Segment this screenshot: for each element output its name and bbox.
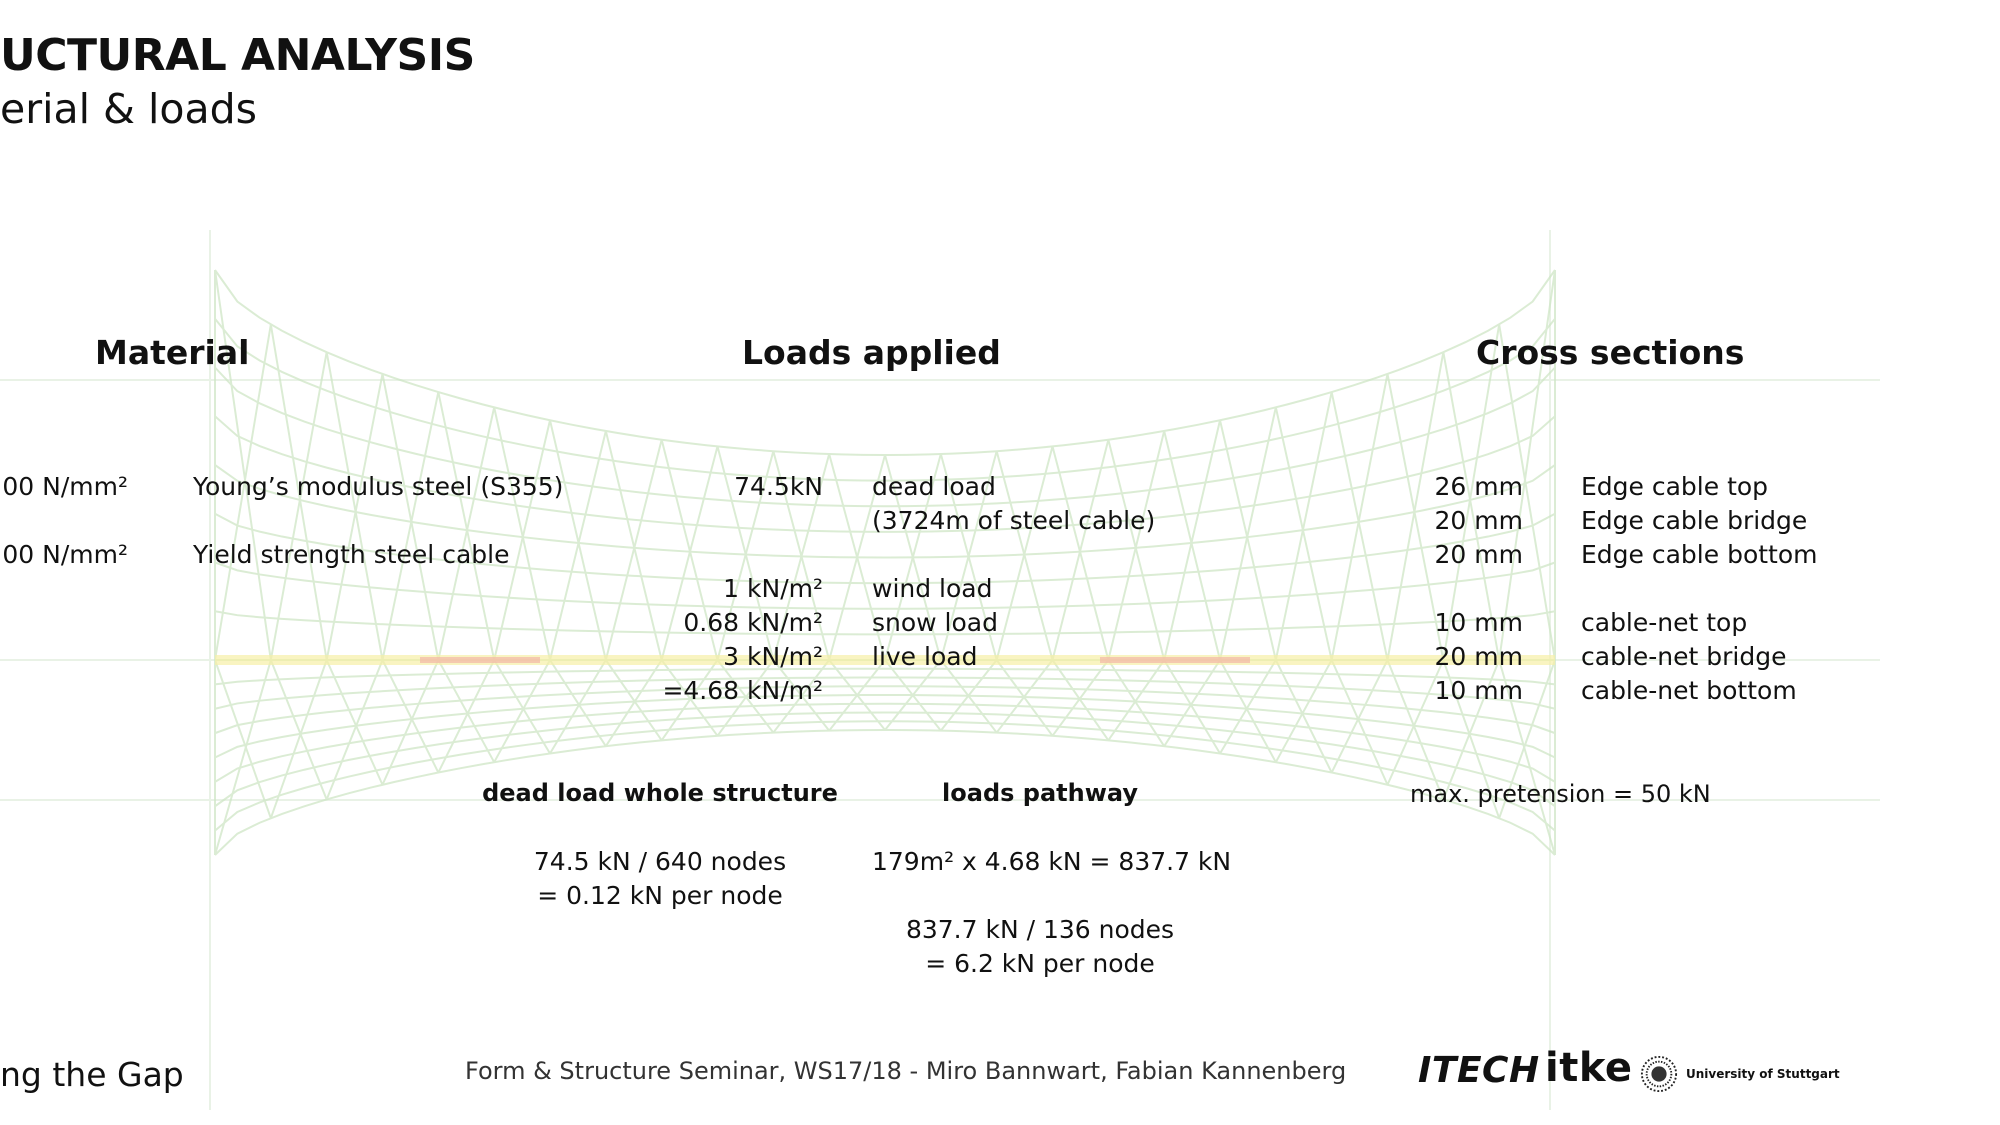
net-cable <box>214 610 1556 636</box>
page-title: UCTURAL ANALYSIS <box>0 30 475 81</box>
footer-project-name: ng the Gap <box>0 1055 184 1094</box>
deadload-title: dead load whole structure <box>482 779 838 807</box>
university-logo: University of Stuttgart <box>1640 1055 1840 1093</box>
net-cable <box>214 685 1556 735</box>
cross-label: Edge cable bottom <box>1581 540 1818 569</box>
net-cable <box>214 561 1556 610</box>
load-value: 1 kN/m² <box>723 574 823 603</box>
load-total: =4.68 kN/m² <box>662 676 823 705</box>
pathway-line: = 6.2 kN per node <box>925 949 1155 978</box>
load-label: wind load <box>872 574 993 603</box>
deadload-line: = 0.12 kN per node <box>537 881 783 910</box>
university-seal-icon <box>1640 1055 1678 1093</box>
net-cable <box>214 415 1556 533</box>
net-cable <box>214 702 1556 783</box>
itech-logo: ITECH <box>1418 1050 1540 1091</box>
load-value: 3 kN/m² <box>723 642 823 671</box>
section-heading-loads: Loads applied <box>742 333 1001 372</box>
net-cable <box>214 667 1556 686</box>
cross-value: 10 mm <box>1434 676 1523 705</box>
pathway-line: 837.7 kN / 136 nodes <box>905 915 1175 944</box>
load-label: snow load <box>872 608 998 637</box>
pathway-line: 179m² x 4.68 kN = 837.7 kN <box>872 847 1232 876</box>
itke-logo: itke <box>1545 1045 1633 1091</box>
cross-value: 20 mm <box>1434 540 1523 569</box>
material-value: 00 N/mm² <box>2 472 128 501</box>
load-label: (3724m of steel cable) <box>872 506 1156 535</box>
material-value: 00 N/mm² <box>2 540 128 569</box>
cross-label: cable-net bridge <box>1581 642 1787 671</box>
cross-label: cable-net top <box>1581 608 1748 637</box>
university-name: University of Stuttgart <box>1686 1067 1840 1081</box>
net-cable <box>214 512 1556 585</box>
material-label: Yield strength steel cable <box>193 540 510 569</box>
cross-value: 20 mm <box>1434 642 1523 671</box>
load-label: dead load <box>872 472 996 501</box>
net-cable <box>214 676 1556 710</box>
net-cable <box>214 464 1556 559</box>
load-value: 74.5kN <box>734 472 823 501</box>
footer-credits: Form & Structure Seminar, WS17/18 - Miro… <box>465 1057 1347 1085</box>
deadload-line: 74.5 kN / 640 nodes <box>533 847 787 876</box>
net-cable <box>214 711 1556 808</box>
pathway-title: loads pathway <box>942 779 1138 807</box>
section-heading-cross: Cross sections <box>1476 333 1745 372</box>
section-heading-material: Material <box>95 333 250 372</box>
cross-label: Edge cable bridge <box>1581 506 1808 535</box>
net-cable <box>214 693 1556 759</box>
cross-value: 10 mm <box>1434 608 1523 637</box>
material-label: Young’s modulus steel (S355) <box>193 472 564 501</box>
net-cable <box>214 269 1556 457</box>
net-cable <box>214 318 1556 482</box>
load-label: live load <box>872 642 978 671</box>
cross-label: cable-net bottom <box>1581 676 1797 705</box>
cross-value: 26 mm <box>1434 472 1523 501</box>
cross-value: 20 mm <box>1434 506 1523 535</box>
net-cable <box>214 366 1556 508</box>
page-subtitle: erial & loads <box>0 85 258 133</box>
pretension-note: max. pretension = 50 kN <box>1410 780 1711 808</box>
load-value: 0.68 kN/m² <box>683 608 823 637</box>
net-cable <box>214 720 1556 832</box>
net-cable <box>214 728 1556 856</box>
cross-label: Edge cable top <box>1581 472 1769 501</box>
